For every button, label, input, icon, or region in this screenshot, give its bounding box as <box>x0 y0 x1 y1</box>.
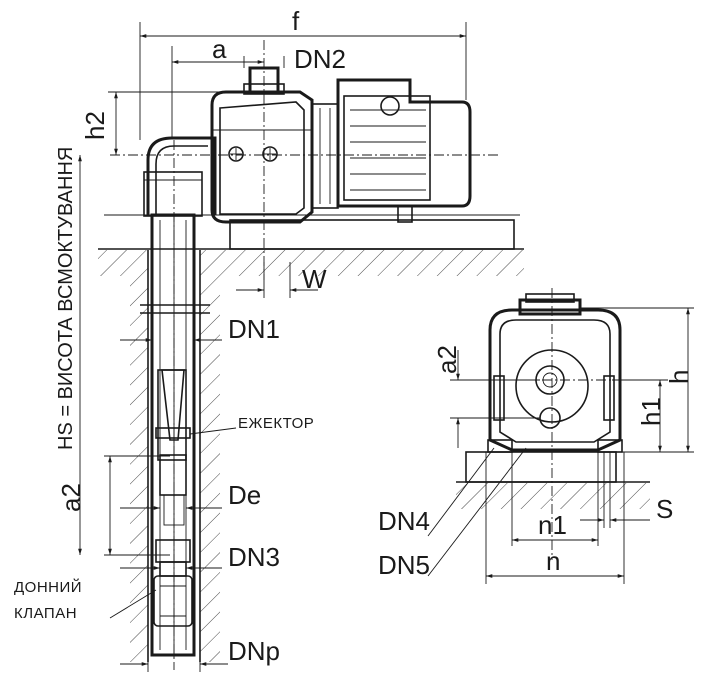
dim-a2-left: a2 <box>56 455 170 556</box>
pump-body <box>210 66 314 224</box>
pump-elbow <box>143 136 217 217</box>
electric-motor <box>336 78 472 223</box>
label-s: S <box>656 494 673 524</box>
label-w: W <box>302 264 327 294</box>
label-h1: h1 <box>636 397 666 426</box>
borehole <box>130 250 220 662</box>
label-a2-right: a2 <box>432 345 462 374</box>
dim-h1: h1 <box>612 379 668 452</box>
dim-s: S <box>580 452 673 528</box>
dim-h2: h2 <box>80 91 240 155</box>
dim-w: W <box>236 262 327 298</box>
dn4-dn5-callouts: DN4 DN5 <box>378 447 527 580</box>
label-h2: h2 <box>80 111 110 140</box>
label-dn4: DN4 <box>378 506 430 536</box>
base-plate <box>104 214 520 250</box>
ground-surface-right <box>456 451 650 509</box>
dim-de: De <box>120 480 261 510</box>
side-view: f a DN2 h2 HS = ВИСОТА ВСМОКТУВАННЯ <box>14 6 524 672</box>
label-dn5: DN5 <box>378 550 430 580</box>
ejector <box>155 369 191 526</box>
label-h: h <box>664 370 694 384</box>
label-n: n <box>546 546 560 576</box>
label-dn1: DN1 <box>228 314 280 344</box>
label-f: f <box>292 6 300 36</box>
front-view: h h1 a2 DN4 DN5 n1 <box>378 288 694 584</box>
dim-a2-right: a2 <box>432 345 540 448</box>
dim-dn3: DN3 <box>120 542 280 572</box>
dim-n1: n1 <box>511 452 599 546</box>
dim-hs: HS = ВИСОТА ВСМОКТУВАННЯ <box>55 147 82 555</box>
label-a: a <box>212 34 227 64</box>
foot-valve-callout: ДОННИЙ КЛАПАН <box>14 578 157 622</box>
bolt-icon <box>262 146 278 162</box>
dim-n: n <box>485 452 625 584</box>
dim-dn1: DN1 <box>120 314 280 344</box>
label-foot-valve-2: КЛАПАН <box>14 605 77 622</box>
bolt-icon <box>228 146 244 162</box>
label-hs: HS = ВИСОТА ВСМОКТУВАННЯ <box>55 147 77 450</box>
ground-surface-left <box>98 248 524 276</box>
dim-h: h <box>580 307 694 453</box>
ejector-callout: ЕЖЕКТОР <box>189 415 314 435</box>
label-dn3: DN3 <box>228 542 280 572</box>
dim-dn2: DN2 <box>243 44 346 74</box>
coupling <box>311 103 339 209</box>
label-n1: n1 <box>538 510 567 540</box>
label-dn2: DN2 <box>294 44 346 74</box>
label-foot-valve-1: ДОННИЙ <box>14 578 82 596</box>
dim-dnp: DNp <box>120 636 280 672</box>
label-de: De <box>228 480 261 510</box>
label-a2-left: a2 <box>56 483 86 512</box>
dim-f: f <box>139 6 467 140</box>
label-ejector: ЕЖЕКТОР <box>238 415 314 432</box>
pump-front-housing <box>487 293 623 453</box>
label-dnp: DNp <box>228 636 280 666</box>
